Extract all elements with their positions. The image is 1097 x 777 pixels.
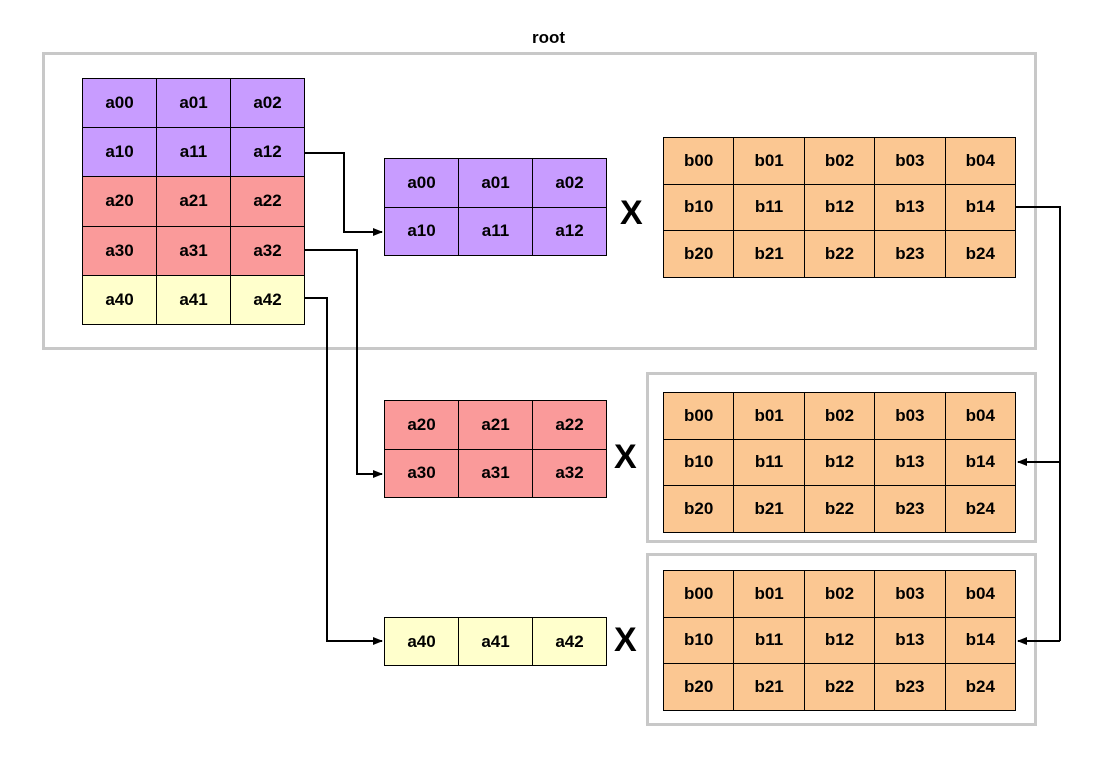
matrix-cell: b20 bbox=[662, 230, 735, 278]
matrix-cell: a32 bbox=[230, 225, 305, 276]
matrix-cell: a41 bbox=[156, 274, 231, 326]
multiply-symbol: X bbox=[614, 621, 637, 659]
matrix-cell: a20 bbox=[384, 400, 459, 450]
matrix-cell: a00 bbox=[384, 158, 459, 208]
matrix-cell: a12 bbox=[532, 206, 607, 256]
matrix-cell: b00 bbox=[662, 137, 735, 185]
matrix-cell: b21 bbox=[733, 230, 805, 278]
matrix-cell: a31 bbox=[156, 225, 231, 276]
matrix-cell: b02 bbox=[803, 137, 876, 185]
matrix-cell: b03 bbox=[874, 392, 946, 440]
matrix-cell: a20 bbox=[82, 176, 157, 227]
matrix-b-copy-1: b00 b01 b02 b03 b04 b10 b11 b12 b13 b14 … bbox=[662, 392, 1017, 533]
matrix-cell: b00 bbox=[662, 392, 735, 440]
matrix-cell: b13 bbox=[874, 438, 946, 487]
root-label: root bbox=[531, 28, 566, 47]
matrix-cell: a02 bbox=[532, 158, 607, 208]
matrix-cell: b11 bbox=[733, 438, 805, 487]
matrix-cell: b24 bbox=[944, 230, 1017, 278]
matrix-cell: b12 bbox=[803, 183, 876, 232]
matrix-cell: a30 bbox=[82, 225, 157, 276]
matrix-cell: a30 bbox=[384, 448, 459, 498]
matrix-cell: a10 bbox=[82, 127, 157, 178]
chunk-a-rows-2-3: a20 a21 a22 a30 a31 a32 bbox=[384, 400, 607, 498]
matrix-cell: b01 bbox=[733, 570, 805, 618]
worker-box-2 bbox=[646, 553, 1037, 726]
matrix-cell: b20 bbox=[662, 663, 735, 711]
matrix-cell: a21 bbox=[156, 176, 231, 227]
matrix-cell: b03 bbox=[874, 570, 946, 618]
matrix-cell: b10 bbox=[662, 183, 735, 232]
matrix-cell: b21 bbox=[733, 663, 805, 711]
matrix-cell: a22 bbox=[532, 400, 607, 450]
matrix-cell: b04 bbox=[944, 570, 1017, 618]
matrix-cell: a21 bbox=[458, 400, 533, 450]
matrix-cell: a41 bbox=[458, 617, 533, 666]
matrix-a: a00 a01 a02 a10 a11 a12 a20 a21 a22 a30 … bbox=[82, 77, 305, 326]
matrix-cell: a02 bbox=[230, 77, 305, 129]
matrix-cell: b14 bbox=[944, 438, 1017, 487]
matrix-cell: a40 bbox=[82, 274, 157, 326]
matrix-cell: b22 bbox=[803, 485, 876, 533]
matrix-cell: a40 bbox=[384, 617, 459, 666]
matrix-cell: b01 bbox=[733, 392, 805, 440]
arrow-b-split bbox=[1016, 206, 1061, 641]
matrix-cell: b24 bbox=[944, 663, 1017, 711]
matrix-cell: b14 bbox=[944, 616, 1017, 665]
matrix-cell: b24 bbox=[944, 485, 1017, 533]
matrix-cell: a42 bbox=[230, 274, 305, 326]
chunk-a-rows-0-1: a00 a01 a02 a10 a11 a12 bbox=[384, 158, 607, 256]
matrix-cell: b10 bbox=[662, 616, 735, 665]
matrix-cell: b12 bbox=[803, 616, 876, 665]
matrix-cell: a10 bbox=[384, 206, 459, 256]
matrix-b-copy-2: b00 b01 b02 b03 b04 b10 b11 b12 b13 b14 … bbox=[662, 570, 1017, 711]
matrix-cell: a22 bbox=[230, 176, 305, 227]
matrix-cell: a12 bbox=[230, 127, 305, 178]
matrix-cell: b02 bbox=[803, 570, 876, 618]
matrix-cell: b04 bbox=[944, 392, 1017, 440]
matrix-cell: b11 bbox=[733, 183, 805, 232]
chunk-a-row-4: a40 a41 a42 bbox=[384, 617, 607, 666]
matrix-cell: b21 bbox=[733, 485, 805, 533]
matrix-cell: a42 bbox=[532, 617, 607, 666]
multiply-symbol: X bbox=[620, 194, 643, 232]
arrow-a-row-4 bbox=[305, 297, 383, 645]
matrix-cell: b23 bbox=[874, 663, 946, 711]
matrix-cell: b13 bbox=[874, 183, 946, 232]
matrix-cell: a01 bbox=[458, 158, 533, 208]
matrix-cell: b23 bbox=[874, 485, 946, 533]
arrow-a-rows-2-3 bbox=[305, 249, 383, 478]
matrix-cell: b23 bbox=[874, 230, 946, 278]
matrix-cell: a01 bbox=[156, 77, 231, 129]
root-process-box bbox=[42, 52, 1037, 350]
matrix-cell: b04 bbox=[944, 137, 1017, 185]
multiply-symbol: X bbox=[614, 438, 637, 476]
matrix-cell: b20 bbox=[662, 485, 735, 533]
matrix-cell: a00 bbox=[82, 77, 157, 129]
matrix-b: b00 b01 b02 b03 b04 b10 b11 b12 b13 b14 … bbox=[662, 137, 1017, 278]
matrix-cell: a11 bbox=[156, 127, 231, 178]
worker-box-1 bbox=[646, 372, 1037, 543]
matrix-cell: b22 bbox=[803, 230, 876, 278]
matrix-cell: a11 bbox=[458, 206, 533, 256]
matrix-cell: b02 bbox=[803, 392, 876, 440]
matrix-cell: b10 bbox=[662, 438, 735, 487]
matrix-cell: a32 bbox=[532, 448, 607, 498]
matrix-cell: b01 bbox=[733, 137, 805, 185]
matrix-cell: b12 bbox=[803, 438, 876, 487]
matrix-cell: b13 bbox=[874, 616, 946, 665]
matrix-cell: b22 bbox=[803, 663, 876, 711]
matrix-cell: b00 bbox=[662, 570, 735, 618]
arrow-a-rows-0-1 bbox=[305, 152, 383, 236]
matrix-cell: b11 bbox=[733, 616, 805, 665]
